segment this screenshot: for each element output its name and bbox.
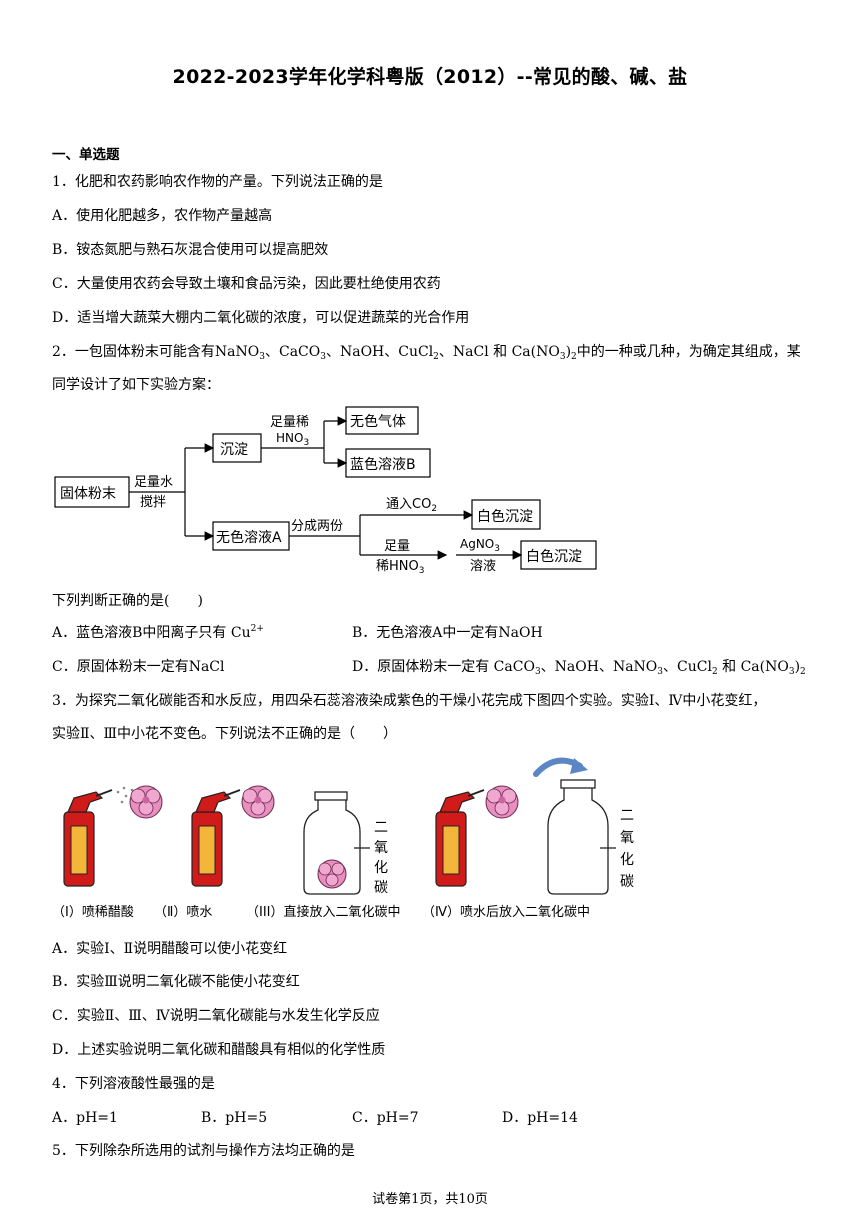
q5-stem: 5．下列除杂所选用的试剂与操作方法均正确的是	[52, 1143, 355, 1159]
q2-option-b: B．无色溶液A中一定有NaOH	[352, 625, 543, 641]
fig-caption-3: （III）直接放入二氧化碳中	[246, 904, 401, 920]
q1-stem: 1．化肥和农药影响农作物的产量。下列说法正确的是	[52, 174, 383, 190]
gas-jar-icon	[303, 791, 370, 895]
spray-bottle-icon	[191, 789, 241, 887]
arrow-head-icon	[570, 758, 588, 774]
flow-text-hno3-1: 足量稀	[270, 415, 309, 430]
flow-text-split: 分成两份	[291, 519, 343, 534]
q1-option-c: C．大量使用农药会导致土壤和食品污染，因此要杜绝使用农药	[52, 276, 441, 292]
q1-option-d: D．适当增大蔬菜大棚内二氧化碳的浓度，可以促进蔬菜的光合作用	[52, 310, 470, 326]
q4-option-b: B．pH=5	[201, 1110, 268, 1126]
flow-text-acid-2: 稀HNO3	[376, 559, 424, 576]
flow-text-solid-powder: 固体粉末	[60, 486, 116, 502]
flow-text-colorless-solution: 无色溶液A	[216, 529, 282, 546]
q1-option-b: B．铵态氮肥与熟石灰混合使用可以提高肥效	[52, 242, 329, 258]
flow-text-water-2: 搅拌	[140, 494, 166, 510]
flow-text-agno3-2: 溶液	[470, 559, 496, 574]
q2-flowchart: 固体粉末 足量水 搅拌 沉淀 足量稀 HNO3 无色气体 蓝色溶液B 无色溶液A…	[54, 406, 597, 576]
gas-jar-icon	[547, 779, 616, 895]
q3-stem-line1: 3．为探究二氧化碳能否和水反应，用四朵石蕊溶液染成紫色的干燥小花完成下图四个实验…	[52, 693, 767, 709]
fig-caption-1: （I）喷稀醋酸	[52, 904, 134, 920]
flower-icon	[317, 859, 347, 889]
fig-caption-2: （Ⅱ）喷水	[154, 905, 212, 920]
q2-option-c: C．原固体粉末一定有NaCl	[52, 659, 225, 675]
q3-option-b: B．实验Ⅲ说明二氧化碳不能使小花变红	[52, 974, 300, 990]
svg-text:碳: 碳	[374, 880, 388, 896]
svg-text:二: 二	[374, 820, 388, 836]
q3-figure: 二 氧 化 碳 二 氧 化 碳 （I）喷稀醋酸 （Ⅱ）喷水 （I	[52, 757, 634, 920]
svg-text:化: 化	[374, 860, 388, 876]
flow-text-water-1: 足量水	[134, 475, 173, 490]
q4-option-a: A．pH=1	[52, 1110, 118, 1126]
spray-bottle-icon	[63, 789, 113, 887]
svg-text:二: 二	[620, 808, 634, 824]
q3-option-c: C．实验Ⅱ、Ⅲ、Ⅳ说明二氧化碳能与水发生化学反应	[52, 1008, 380, 1024]
co2-label-4: 二 氧 化 碳	[620, 808, 634, 890]
flow-text-co2: 通入CO2	[386, 497, 437, 514]
spray-bottle-icon	[435, 789, 485, 887]
q3-option-d: D．上述实验说明二氧化碳和醋酸具有相似的化学性质	[52, 1042, 386, 1058]
q4-stem: 4．下列溶液酸性最强的是	[52, 1076, 215, 1092]
flow-text-precipitate: 沉淀	[220, 442, 248, 458]
q2-option-a: A．蓝色溶液B中阳离子只有 Cu2+	[52, 624, 264, 642]
svg-text:氧: 氧	[374, 840, 388, 856]
q4-option-c: C．pH=7	[352, 1110, 419, 1126]
section-heading: 一、单选题	[52, 147, 120, 163]
q1-option-a: A．使用化肥越多，农作物产量越高	[52, 208, 273, 224]
q2-stem-line1: 2．一包固体粉末可能含有NaNO3、CaCO3、NaOH、CuCl2、NaCl …	[52, 344, 801, 362]
flow-text-white-ppt-1: 白色沉淀	[477, 508, 533, 525]
q2-stem-line2: 同学设计了如下实验方案：	[52, 377, 220, 393]
q2-judge: 下列判断正确的是( )	[52, 593, 203, 609]
flow-text-colorless-gas: 无色气体	[350, 413, 406, 430]
svg-text:碳: 碳	[620, 874, 634, 890]
svg-text:氧: 氧	[620, 830, 634, 846]
fig-caption-4: （Ⅳ）喷水后放入二氧化碳中	[422, 905, 590, 920]
page-title: 2022-2023学年化学科粤版（2012）--常见的酸、碱、盐	[172, 66, 688, 88]
co2-label-3: 二 氧 化 碳	[374, 820, 388, 896]
flower-icon	[241, 785, 275, 819]
q3-option-a: A．实验Ⅰ、Ⅱ说明醋酸可以使小花变红	[52, 941, 288, 957]
flow-text-agno3-1: AgNO3	[460, 537, 500, 554]
page-footer: 试卷第1页，共10页	[372, 1192, 488, 1207]
flow-text-white-ppt-2: 白色沉淀	[526, 548, 582, 565]
svg-text:化: 化	[620, 852, 634, 868]
flow-text-blue-solution: 蓝色溶液B	[350, 456, 416, 473]
flower-icon	[129, 785, 163, 819]
flower-icon	[485, 785, 519, 819]
flow-text-acid-1: 足量	[384, 539, 410, 554]
q4-option-d: D．pH=14	[502, 1110, 578, 1126]
q3-stem-line2: 实验Ⅱ、Ⅲ中小花不变色。下列说法不正确的是（ ）	[52, 726, 398, 742]
flow-text-hno3-2: HNO3	[276, 431, 309, 448]
q2-option-d: D．原固体粉末一定有 CaCO3、NaOH、NaNO3、CuCl2 和 Ca(N…	[352, 659, 806, 677]
